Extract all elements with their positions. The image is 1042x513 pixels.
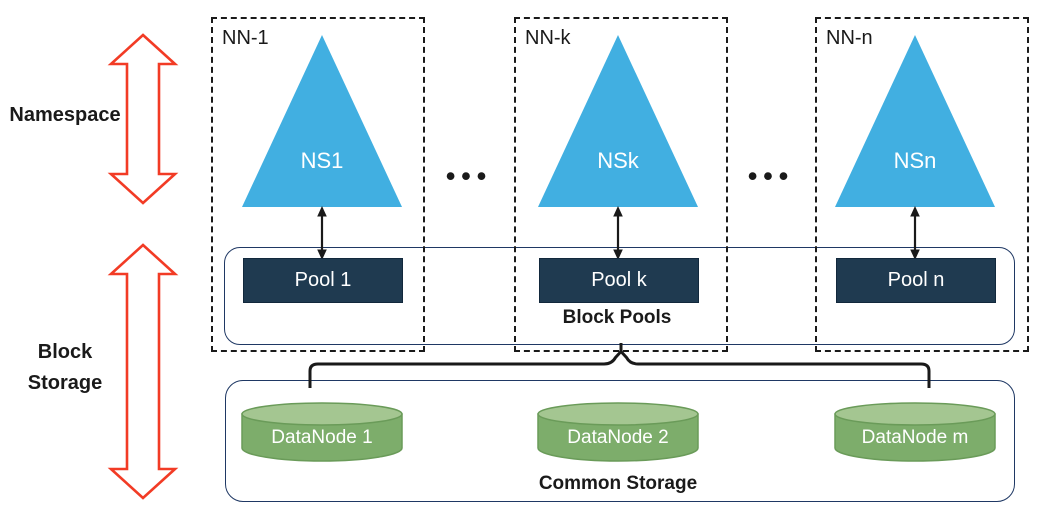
namespace-triangle-label: NS1 [300, 148, 344, 173]
common-storage-label: Common Storage [538, 473, 698, 494]
ellipsis-dots: ••• [747, 161, 795, 191]
block-pool-1: Pool 1 [243, 258, 403, 303]
block-storage-double-arrow-icon [107, 243, 179, 500]
datanode-label: DataNode m [861, 427, 969, 448]
block-pool-n: Pool n [836, 258, 996, 303]
datanode-label: DataNode 1 [271, 427, 373, 448]
block-pool-k: Pool k [539, 258, 699, 303]
namenode-box-title: NN-k [525, 27, 571, 49]
namenode-box-title: NN-1 [222, 27, 269, 49]
ns-pool-connector-arrow-icon [317, 206, 327, 260]
namespace-triangle-icon [538, 35, 698, 207]
namenode-box-title: NN-n [826, 27, 873, 49]
ns-pool-connector-arrow-icon [613, 206, 623, 260]
namespace-triangle-label: NSn [893, 148, 937, 173]
datanode-cylinder-icon [834, 402, 996, 462]
datanode-cylinder-icon [537, 402, 699, 462]
datanode-cylinder-icon [241, 402, 403, 462]
block-storage-label: Block Storage [27, 341, 103, 394]
namespace-triangle-label: NSk [597, 148, 639, 173]
namespace-double-arrow-icon [107, 33, 179, 205]
ns-pool-connector-arrow-icon [910, 206, 920, 260]
ellipsis-dots: ••• [445, 161, 493, 191]
block-pools-label: Block Pools [562, 307, 672, 328]
namespace-label: Namespace [9, 104, 121, 126]
datanode-label: DataNode 2 [567, 427, 669, 448]
namespace-triangle-icon [835, 35, 995, 207]
namespace-triangle-icon [242, 35, 402, 207]
